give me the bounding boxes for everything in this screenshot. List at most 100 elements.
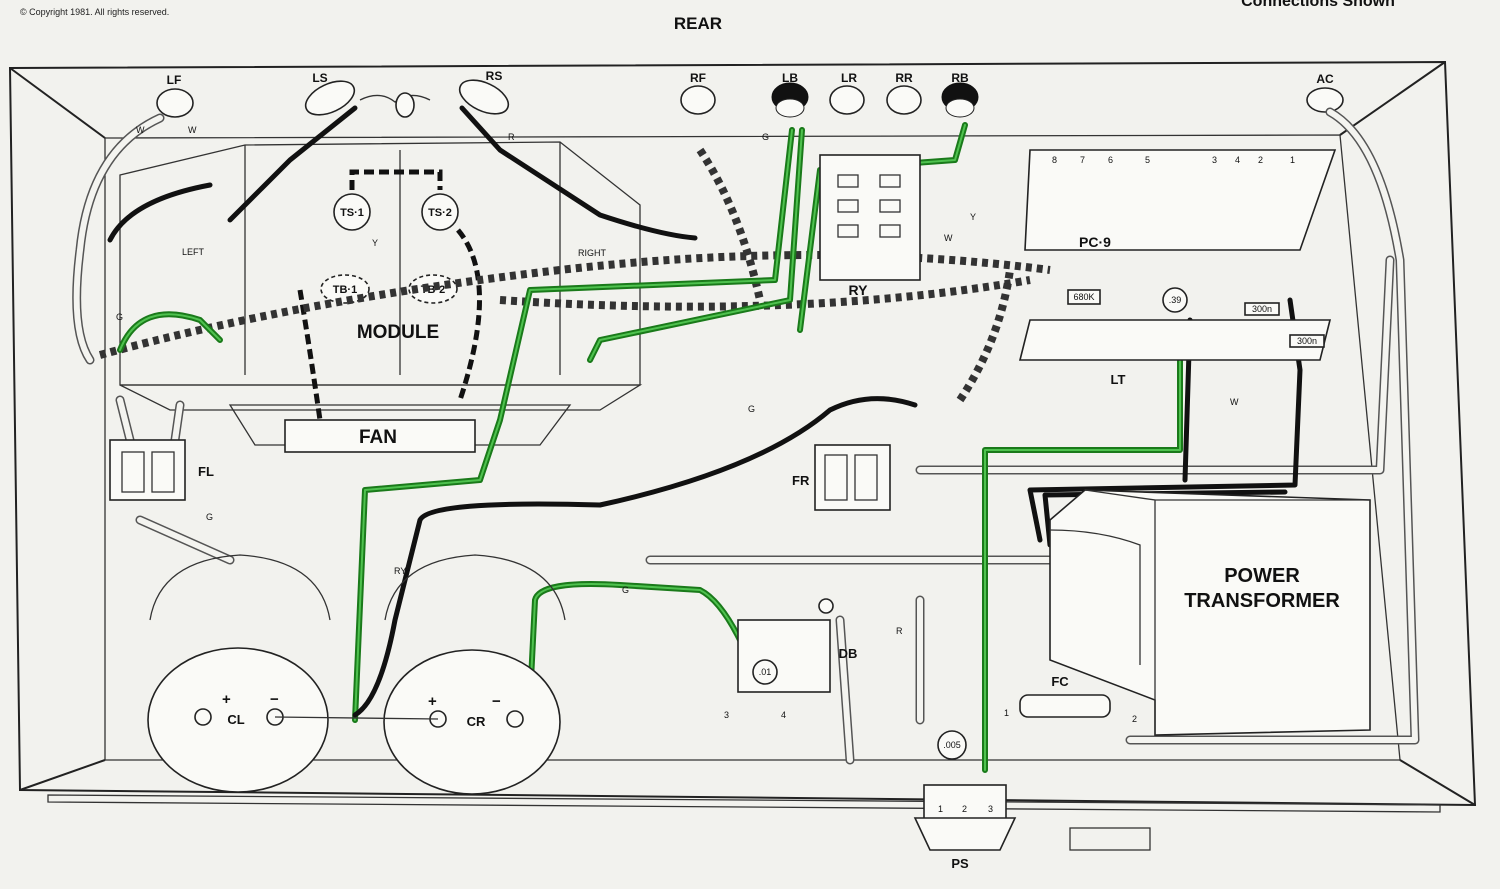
svg-text:5: 5 — [1145, 155, 1150, 165]
jack-label-ac: AC — [1316, 72, 1334, 86]
c005-label: .005 — [943, 740, 961, 750]
corner-caption: Connections Shown — [1241, 0, 1395, 10]
svg-text:G: G — [748, 404, 755, 414]
diode-bridge: .01 DB 3 4 — [724, 598, 857, 720]
pc9-board: PC·9 8 7 6 5 4 3 2 1 — [1024, 149, 1337, 251]
fc-capacitor: FC 1 2 — [1004, 674, 1137, 724]
c01-label: .01 — [759, 667, 772, 677]
ps-icon — [923, 784, 1007, 821]
r680k-label: 680K — [1073, 292, 1094, 302]
svg-text:−: − — [270, 691, 279, 708]
svg-text:W: W — [944, 233, 953, 243]
fr-fuse: FR — [792, 444, 891, 511]
fan: FAN — [228, 404, 572, 453]
jack-label-rb: RB — [951, 71, 969, 85]
jack-label-rf: RF — [690, 71, 706, 85]
svg-text:Y: Y — [372, 238, 378, 248]
jack-label-rs: RS — [486, 69, 503, 83]
copyright-text: © Copyright 1981. All rights reserved. — [20, 7, 169, 17]
jack-label-lf: LF — [167, 73, 182, 87]
svg-text:W: W — [136, 125, 145, 135]
svg-text:2: 2 — [1258, 155, 1263, 165]
svg-text:R: R — [896, 626, 903, 636]
power-transformer-label-1: POWER — [1224, 565, 1300, 587]
svg-text:1: 1 — [1004, 708, 1009, 718]
fc-label: FC — [1051, 674, 1069, 689]
ry-label: RY — [849, 282, 869, 298]
tb1-icon — [320, 274, 370, 304]
jack-ls-icon — [304, 80, 356, 116]
svg-text:R: R — [508, 132, 515, 142]
svg-text:G: G — [622, 585, 629, 595]
svg-text:1: 1 — [938, 804, 943, 814]
jack-lr-icon — [829, 85, 865, 115]
svg-text:7: 7 — [1080, 155, 1085, 165]
lt-label: LT — [1111, 372, 1126, 387]
rear-jacks: LF LS RS RF LB LR RR RB AC — [156, 69, 1344, 118]
pc9-label: PC·9 — [1079, 234, 1111, 250]
relay-icon — [819, 154, 921, 281]
module-label: MODULE — [357, 322, 439, 343]
svg-text:−: − — [492, 693, 501, 710]
jack-lf-icon — [156, 88, 194, 118]
rear-title: REAR — [674, 14, 722, 33]
cr-label: CR — [467, 714, 486, 729]
svg-text:+: + — [428, 693, 437, 710]
lamp-loop — [359, 94, 431, 103]
c39-label: .39 — [1169, 295, 1182, 305]
r300b-label: 300n — [1297, 336, 1317, 346]
tb1-label: TB·1 — [333, 284, 357, 296]
fc-icon — [1019, 694, 1111, 718]
jack-label-ls: LS — [312, 71, 327, 85]
fan-icon — [284, 419, 476, 453]
svg-text:2: 2 — [1132, 714, 1137, 724]
lamp-icon — [395, 92, 415, 118]
left-label: LEFT — [182, 247, 205, 257]
ts1-label: TS·1 — [340, 207, 364, 219]
jack-label-rr: RR — [895, 71, 913, 85]
svg-text:+: + — [222, 691, 231, 708]
cl-icon — [147, 647, 329, 793]
fl-fuse: FL — [109, 439, 214, 501]
transformer-icon — [1049, 489, 1371, 736]
right-label: RIGHT — [578, 248, 607, 258]
module-block: LEFT RIGHT MODULE TS·1 TS·2 TB·1 TB·2 — [119, 141, 643, 421]
svg-text:3: 3 — [1212, 155, 1217, 165]
svg-text:1: 1 — [1290, 155, 1295, 165]
db-plus-icon — [818, 598, 834, 614]
svg-text:G: G — [206, 512, 213, 522]
svg-text:8: 8 — [1052, 155, 1057, 165]
jack-ac-icon — [1306, 87, 1344, 113]
fan-label: FAN — [359, 427, 397, 448]
jack-rs-icon — [458, 79, 510, 115]
svg-text:G: G — [116, 312, 123, 322]
capacitor-cl: + − CL — [147, 554, 331, 793]
cap-link — [274, 716, 439, 720]
relay-ry: RY — [819, 154, 921, 298]
pc9-icon — [1024, 149, 1337, 251]
jack-rr-icon — [886, 85, 922, 115]
ts2-icon — [421, 193, 459, 231]
wire-codes: W W G R Y G Y W G G G RY R W — [116, 125, 1239, 636]
svg-text:G: G — [762, 132, 769, 142]
power-switch: .005 1 2 3 PS — [913, 730, 1017, 871]
jack-rf-icon — [680, 85, 716, 115]
lt-icon — [1018, 319, 1332, 361]
capacitor-cr: + − CR — [383, 554, 566, 795]
svg-text:W: W — [188, 125, 197, 135]
ps-label: PS — [951, 856, 969, 871]
ts1-icon — [333, 193, 371, 231]
svg-text:4: 4 — [781, 710, 786, 720]
svg-text:RY: RY — [394, 566, 406, 576]
fl-label: FL — [198, 464, 214, 479]
power-transformer: POWER TRANSFORMER — [1049, 489, 1371, 736]
cr-icon — [383, 649, 561, 795]
jack-label-lr: LR — [841, 71, 857, 85]
svg-text:3: 3 — [988, 804, 993, 814]
svg-text:Y: Y — [970, 212, 976, 222]
r300a-label: 300n — [1252, 304, 1272, 314]
svg-text:W: W — [1230, 397, 1239, 407]
chassis-frame — [8, 60, 1477, 851]
jack-label-lb: LB — [782, 71, 798, 85]
